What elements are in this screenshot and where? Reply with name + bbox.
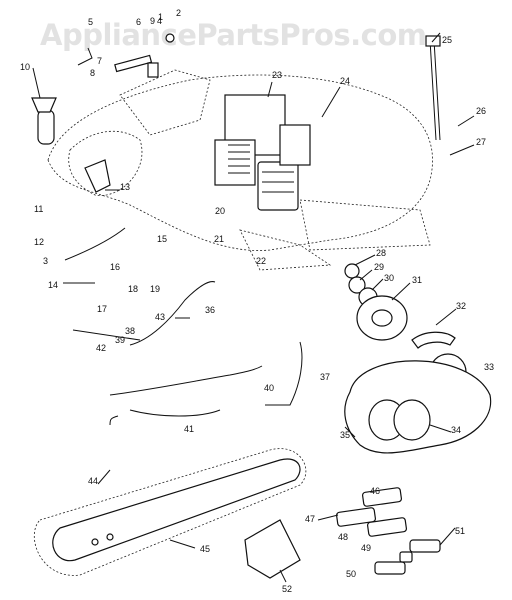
callout-29: 29 [374,262,384,272]
callout-12: 12 [34,237,44,247]
callout-42: 42 [96,343,106,353]
callout-50: 50 [346,569,356,579]
callout-26: 26 [476,106,486,116]
callout-27: 27 [476,137,486,147]
callout-39: 39 [115,335,125,345]
callout-3: 3 [43,256,48,266]
part-25 [429,39,441,141]
leader-lines [32,32,475,583]
callout-17: 17 [97,304,107,314]
chain [33,448,307,576]
oil-lines [64,227,303,406]
callout-52: 52 [282,584,292,594]
callout-28: 28 [376,248,386,258]
callout-46: 46 [370,486,380,496]
callout-5: 5 [88,17,93,27]
part-52 [244,519,301,579]
callout-22: 22 [256,256,266,266]
callout-19: 19 [150,284,160,294]
callout-24: 24 [340,76,350,86]
part-29 [348,276,366,294]
callout-33: 33 [484,362,494,372]
callout-34: 34 [451,425,461,435]
callout-43: 43 [155,312,165,322]
callout-31: 31 [412,275,422,285]
callout-2: 2 [176,8,181,18]
callout-41: 41 [184,424,194,434]
callout-21: 21 [214,234,224,244]
watermark: AppliancePartsPros.com [40,18,427,52]
callout-16: 16 [110,262,120,272]
callout-40: 40 [264,383,274,393]
callout-14: 14 [48,280,58,290]
callout-6: 6 [136,17,141,27]
callout-30: 30 [384,273,394,283]
callout-9: 9 [150,16,155,26]
chain-links [335,487,441,575]
callout-15: 15 [157,234,167,244]
callout-4: 4 [157,16,162,26]
callout-48: 48 [338,532,348,542]
callout-20: 20 [215,206,225,216]
part-28 [344,263,360,279]
callout-8: 8 [90,68,95,78]
saw-housing [47,69,433,271]
callout-37: 37 [320,372,330,382]
small-parts-top [77,33,175,78]
callout-7: 7 [97,56,102,66]
callout-25: 25 [442,35,452,45]
engine [214,94,311,211]
handle-part [84,159,111,193]
guide-bar [52,458,301,562]
callout-13: 13 [120,182,130,192]
callout-45: 45 [200,544,210,554]
callout-11: 11 [34,204,43,214]
callout-44: 44 [88,476,98,486]
callout-32: 32 [456,301,466,311]
callout-1: 1 [158,12,163,22]
callout-18: 18 [128,284,138,294]
callout-49: 49 [361,543,371,553]
callout-38: 38 [125,326,135,336]
callout-47: 47 [305,514,315,524]
callout-10: 10 [20,62,30,72]
callout-35: 35 [340,430,350,440]
part-32 [411,331,456,349]
callout-51: 51 [455,526,465,536]
callout-36: 36 [205,305,215,315]
callout-23: 23 [272,70,282,80]
